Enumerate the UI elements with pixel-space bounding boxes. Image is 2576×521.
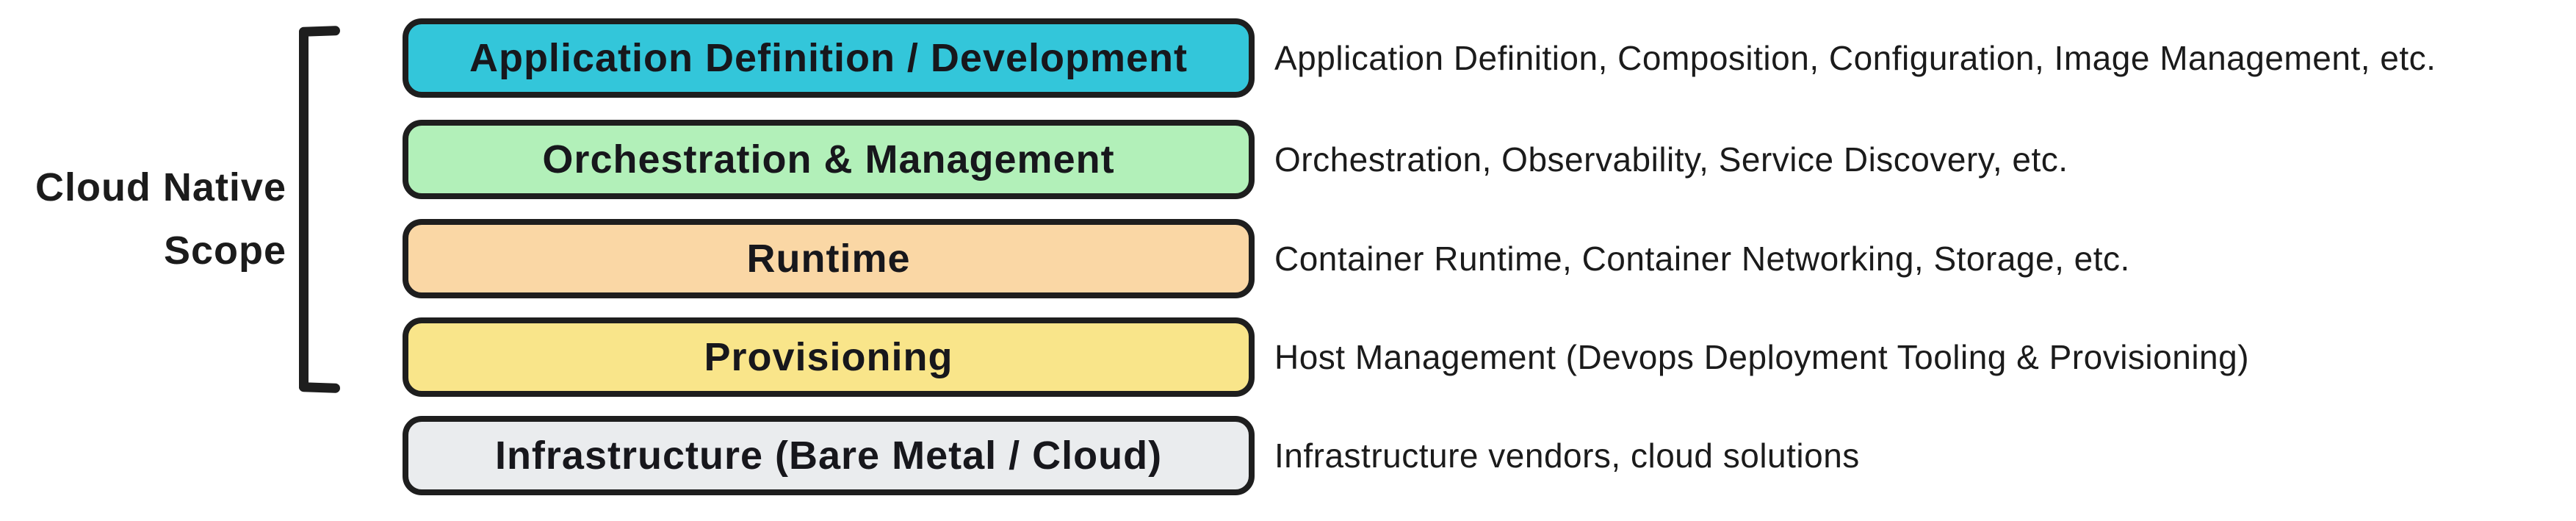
layer-box-application-definition: Application Definition / Development (403, 18, 1255, 98)
layer-annotation: Infrastructure vendors, cloud solutions (1274, 436, 1860, 475)
layer-box-infrastructure: Infrastructure (Bare Metal / Cloud) (403, 416, 1255, 495)
scope-bracket-vertical-line (299, 27, 309, 392)
layer-annotation: Application Definition, Composition, Con… (1274, 39, 2436, 77)
scope-label-line-2: Scope (163, 229, 286, 273)
layer-box-label: Provisioning (704, 335, 953, 379)
layer-annotation: Host Management (Devops Deployment Tooli… (1274, 338, 2250, 376)
layer-row-runtime: Runtime Container Runtime, Container Net… (0, 219, 2576, 298)
layer-box-label: Infrastructure (Bare Metal / Cloud) (494, 434, 1163, 478)
layer-box-runtime: Runtime (403, 219, 1255, 298)
scope-label-line-1: Cloud Native (35, 165, 286, 209)
layer-row-orchestration: Orchestration & Management Orchestration… (0, 120, 2576, 199)
layer-row-application-definition: Application Definition / Development App… (0, 18, 2576, 98)
layer-annotation: Container Runtime, Container Networking,… (1274, 240, 2130, 278)
layer-annotation: Orchestration, Observability, Service Di… (1274, 140, 2068, 179)
layer-box-orchestration: Orchestration & Management (403, 120, 1255, 199)
layer-row-infrastructure: Infrastructure (Bare Metal / Cloud) Infr… (0, 416, 2576, 495)
layer-row-provisioning: Provisioning Host Management (Devops Dep… (0, 317, 2576, 397)
layer-box-label: Application Definition / Development (469, 36, 1188, 80)
layer-box-provisioning: Provisioning (403, 317, 1255, 397)
layer-box-label: Runtime (746, 237, 911, 281)
layer-box-label: Orchestration & Management (542, 137, 1115, 182)
scope-label: Cloud Native Scope (7, 156, 286, 282)
